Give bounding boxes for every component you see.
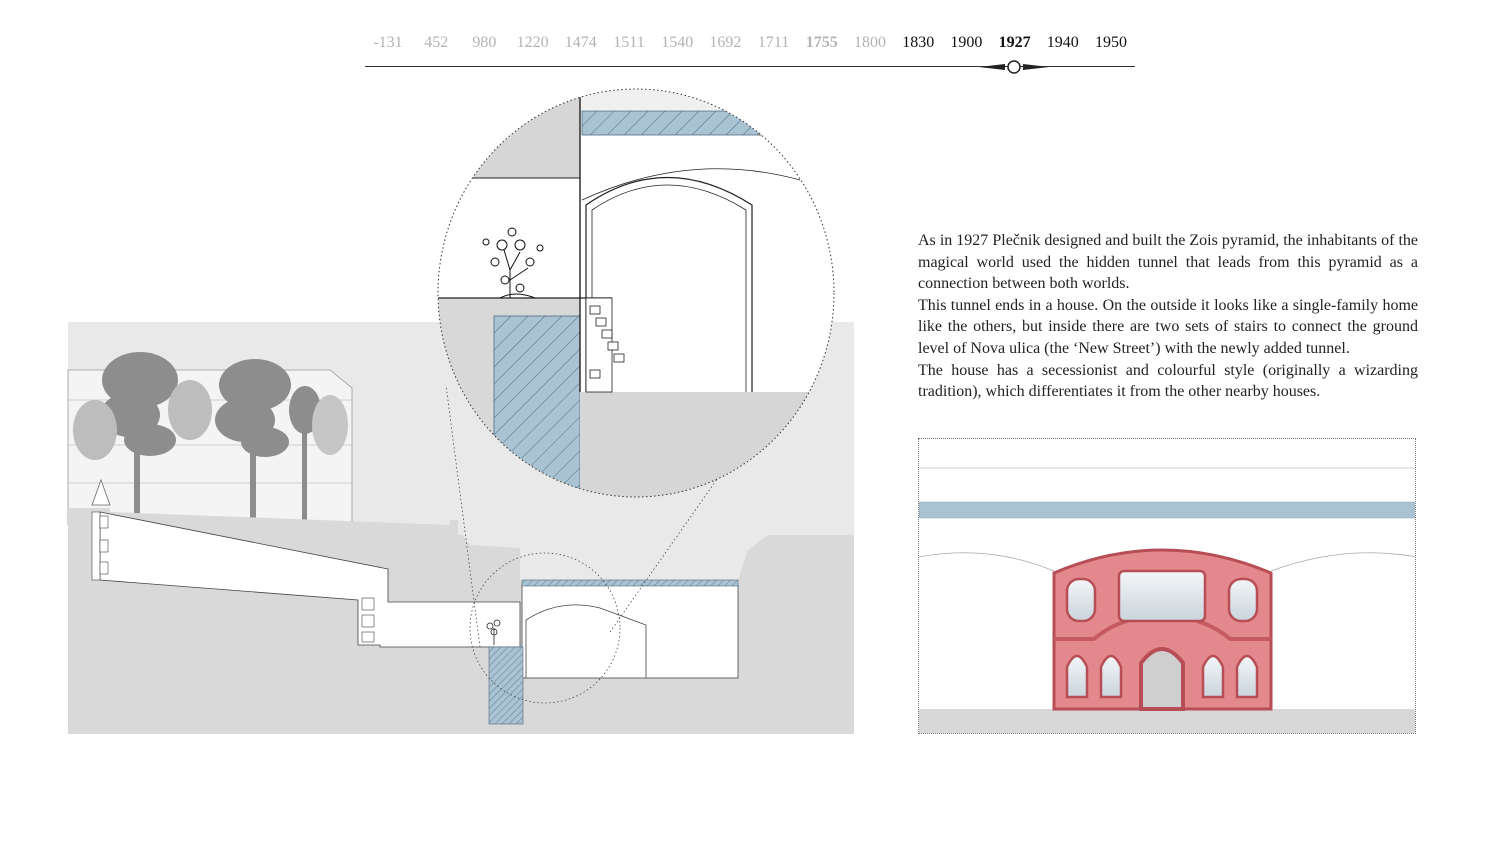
timeline-year-1540[interactable]: 1540	[661, 34, 694, 51]
timeline-year-1950[interactable]: 1950	[1095, 34, 1127, 51]
timeline-year-980[interactable]: 980	[472, 34, 497, 51]
timeline: -131 452 980 1220 1474 1511 1540 1692 1711 1755 18…	[365, 34, 1135, 74]
timeline-year-1800[interactable]: 1800	[854, 34, 886, 51]
facade-upper-window	[1117, 569, 1207, 623]
description: As in 1927 Plečnik designed and built th…	[918, 230, 1418, 403]
tunnel-slab	[919, 501, 1415, 519]
detail-magnifier-border	[437, 88, 835, 498]
house-cavity	[521, 584, 739, 679]
timeline-year-1511[interactable]: 1511	[613, 34, 645, 51]
secession-house-facade	[1052, 548, 1273, 711]
timeline-year-1711[interactable]: 1711	[757, 34, 790, 51]
detail-roof-slab	[581, 110, 759, 136]
timeline-year-1755[interactable]: 1755	[805, 34, 838, 51]
tunnel-steps-left	[91, 511, 375, 643]
timeline-year-minus131[interactable]: -131	[373, 34, 403, 51]
detail-connector-left	[445, 384, 481, 648]
detail-connector-right	[609, 451, 737, 633]
timeline-year-1220[interactable]: 1220	[516, 34, 549, 51]
timeline-year-1692[interactable]: 1692	[709, 34, 742, 51]
timeline-year-452[interactable]: 452	[424, 34, 449, 51]
description-paragraph-1: As in 1927 Plečnik designed and built th…	[918, 232, 1418, 293]
ramped-tunnel	[99, 511, 521, 648]
timeline-year-1474[interactable]: 1474	[564, 34, 597, 51]
shaft-small	[488, 646, 524, 725]
background-trees	[73, 352, 348, 523]
timeline-year-1927[interactable]: 1927	[998, 34, 1031, 51]
spire	[91, 478, 111, 506]
house-elevation-panel	[918, 438, 1416, 734]
section-drawing	[67, 88, 854, 734]
timeline-years: -131 452 980 1220 1474 1511 1540 1692 1711 1755 18…	[365, 34, 1135, 58]
timeline-year-1940[interactable]: 1940	[1046, 34, 1079, 51]
description-paragraph-3: The house has a secessionist and colourf…	[918, 361, 1418, 401]
detail-tree-icon	[482, 227, 544, 299]
timeline-year-1900[interactable]: 1900	[950, 34, 983, 51]
small-tree-icon	[486, 619, 501, 645]
elevation-ground	[919, 709, 1415, 733]
facade-door-arch[interactable]	[1139, 647, 1185, 711]
detail-marker-circle	[469, 552, 621, 704]
timeline-year-1830[interactable]: 1830	[902, 34, 935, 51]
house-roof-slab	[521, 579, 739, 587]
timeline-axis	[365, 66, 1135, 67]
timeline-slider-handle[interactable]	[979, 58, 1049, 76]
house-elevation-drawing	[919, 439, 1415, 733]
description-paragraph-2: This tunnel ends in a house. On the outs…	[918, 296, 1418, 357]
